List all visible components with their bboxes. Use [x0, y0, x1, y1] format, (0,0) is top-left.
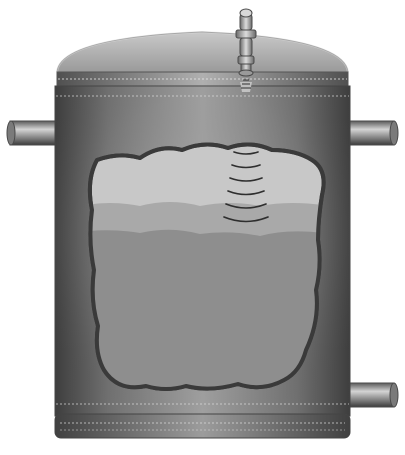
dome-lid-icon	[57, 32, 348, 86]
liquid-level-icon	[80, 202, 330, 400]
tank-bottom-band-icon	[55, 414, 350, 438]
